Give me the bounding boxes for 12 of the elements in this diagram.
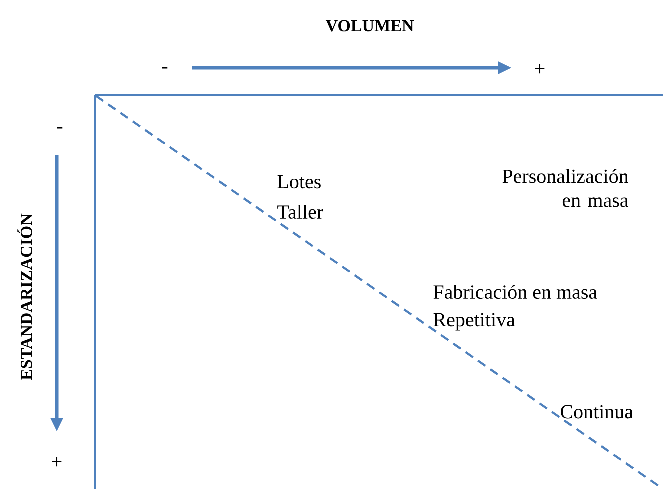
region-label: Fabricación en masa (434, 284, 598, 300)
axis-title: ESTANDARIZACIÓN (18, 214, 32, 380)
axis-end-label: - (57, 127, 63, 129)
axis-end-label: + (535, 64, 545, 74)
region-label: Continua (561, 405, 634, 419)
region-label: Lotes (278, 175, 321, 189)
region-label: Repetitiva (434, 313, 516, 331)
region-label: Taller (278, 204, 324, 220)
axis-end-label: - (162, 67, 168, 69)
axis-title: VOLUMEN (326, 20, 414, 32)
axis-end-label: + (52, 457, 62, 467)
region-label: Personalización en masa (502, 169, 629, 208)
